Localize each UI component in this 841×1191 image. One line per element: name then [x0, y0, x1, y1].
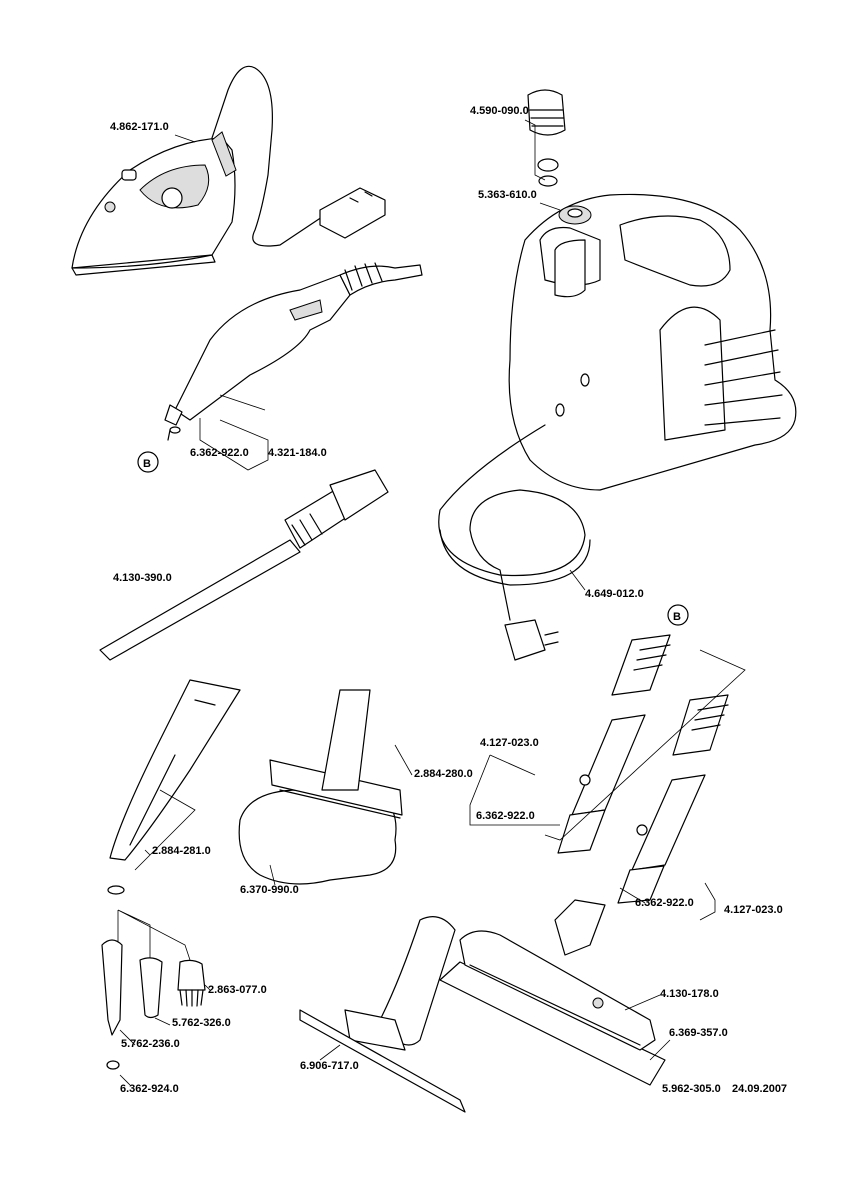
label-floor-nozzle: 4.130-178.0	[660, 988, 719, 1000]
lance-drawing	[99, 469, 389, 661]
footer-doc-number: 5.962-305.0	[662, 1083, 721, 1095]
label-iron: 4.862-171.0	[110, 121, 169, 133]
marker-b-tubes-circle	[667, 604, 689, 626]
label-hand-nozzle: 2.884-280.0	[414, 768, 473, 780]
label-power-cord: 4.649-012.0	[585, 588, 644, 600]
extension-tubes-drawing	[544, 634, 746, 904]
label-lance: 4.130-390.0	[113, 572, 172, 584]
label-extension-tube-1: 4.127-023.0	[480, 737, 539, 749]
marker-b-tubes: B	[673, 611, 681, 623]
marker-b-gun: B	[143, 458, 151, 470]
brush-nozzles-drawing	[101, 939, 206, 1070]
label-tube-oring-2: 6.362-922.0	[635, 897, 694, 909]
footer-date: 24.09.2007	[732, 1083, 787, 1095]
label-cap: 4.590-090.0	[470, 105, 529, 117]
iron-drawing	[71, 65, 386, 276]
label-cap-seal: 5.363-610.0	[478, 189, 537, 201]
label-steam-gun: 4.321-184.0	[268, 447, 327, 459]
label-nozzle-oring: 6.362-924.0	[120, 1083, 179, 1095]
hand-nozzle-drawing	[238, 689, 403, 885]
label-round-brush-set: 2.863-077.0	[208, 984, 267, 996]
steam-gun-drawing	[164, 262, 423, 426]
label-round-brush-small: 5.762-326.0	[172, 1017, 231, 1029]
label-window-nozzle: 6.906-717.0	[300, 1060, 359, 1072]
detail-nozzle-drawing	[107, 679, 241, 895]
label-extension-tube-2: 4.127-023.0	[724, 904, 783, 916]
floor-nozzle-drawing	[439, 899, 666, 1086]
label-terry-cover: 6.370-990.0	[240, 884, 299, 896]
cap-drawing	[527, 89, 592, 225]
window-nozzle-drawing	[299, 916, 466, 1113]
label-gun-oring: 6.362-922.0	[190, 447, 249, 459]
label-power-nozzle: 5.762-236.0	[121, 1038, 180, 1050]
steam-cleaner-body-drawing	[508, 193, 797, 491]
label-floor-cloth: 6.369-357.0	[669, 1027, 728, 1039]
power-cord-drawing	[438, 424, 591, 661]
label-detail-nozzle: 2.884-281.0	[152, 845, 211, 857]
label-tube-oring-1: 6.362-922.0	[476, 810, 535, 822]
marker-b-gun-circle	[137, 451, 159, 473]
